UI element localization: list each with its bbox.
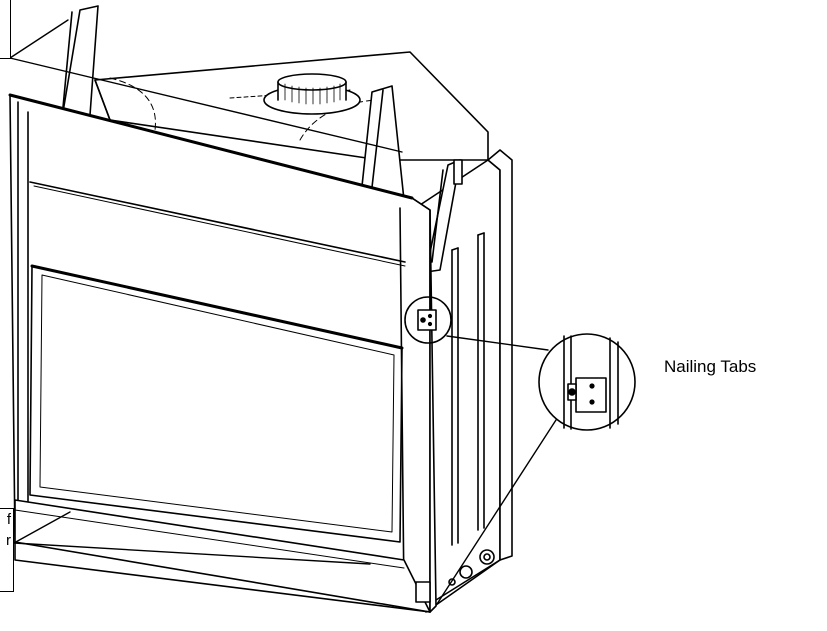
standoff-left <box>61 5 99 119</box>
bottom-left-callout-box: f r <box>0 508 14 592</box>
vent-collar <box>263 73 361 115</box>
callout-text-line-1: f <box>6 511 11 528</box>
nailing-tabs-label: Nailing Tabs <box>664 357 757 376</box>
front-face <box>8 93 437 613</box>
damper-bracket <box>425 159 463 273</box>
leader-lines <box>9 19 557 605</box>
glass-window <box>29 264 404 543</box>
nailing-tab-small <box>404 296 452 603</box>
callout-text-line-2: r <box>6 532 11 549</box>
detail-magnifier <box>538 333 636 431</box>
top-left-callout-box <box>0 0 11 59</box>
